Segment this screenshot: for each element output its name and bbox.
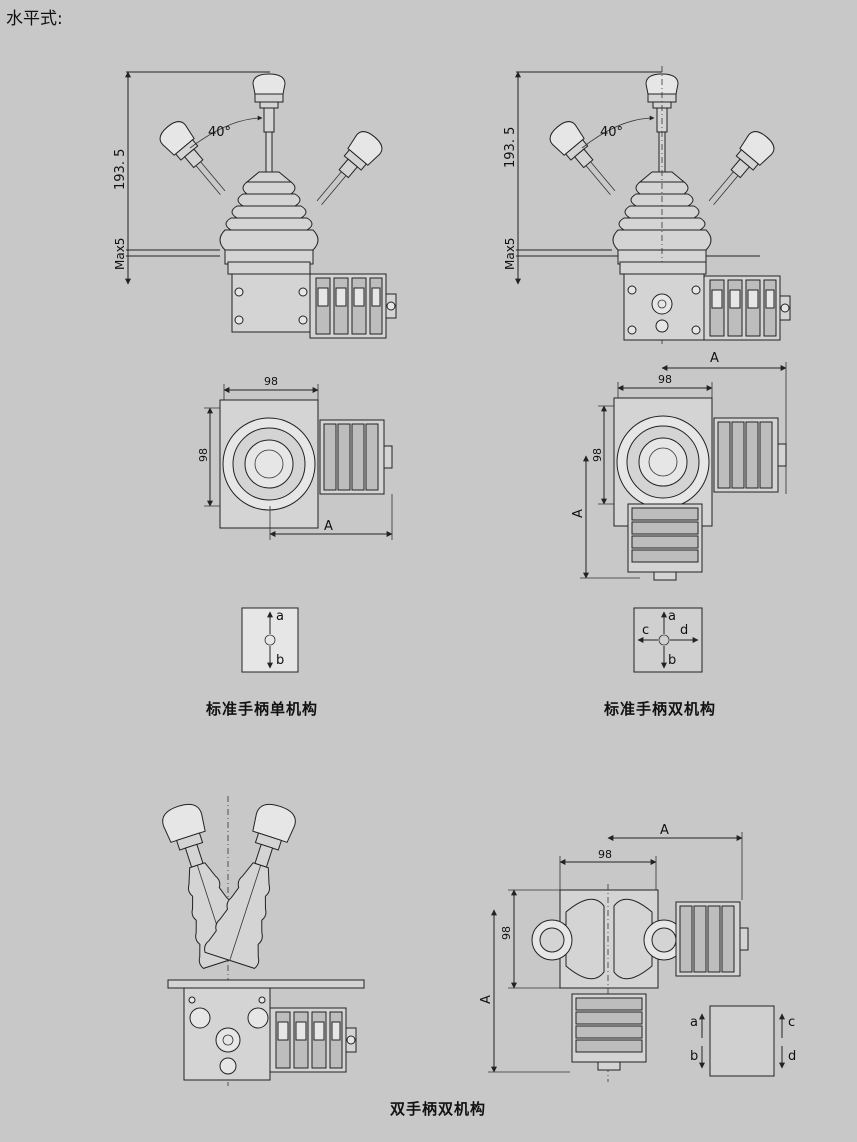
depth-dim-2: 98 xyxy=(591,448,604,462)
width-dim-1: 98 xyxy=(264,375,278,388)
caption-double: 标准手柄双机构 xyxy=(604,700,717,718)
caption-single: 标准手柄单机构 xyxy=(206,700,319,718)
double-side-view xyxy=(515,66,791,344)
dir-d-2: d xyxy=(680,623,688,638)
dir-d-3: d xyxy=(788,1049,796,1064)
depth-dim-1: 98 xyxy=(197,448,210,462)
dir-c-2: c xyxy=(642,623,649,638)
max-dim-2: Max5 xyxy=(503,238,517,270)
a-dim-4: A xyxy=(660,823,669,838)
double-top-view xyxy=(580,362,787,581)
double-direction-box xyxy=(633,607,703,673)
dir-a-1: a xyxy=(276,609,284,624)
dir-b-2: b xyxy=(668,653,676,668)
a-dim-1: A xyxy=(324,519,333,534)
dir-b-1: b xyxy=(276,653,284,668)
a-dim-3: A xyxy=(571,509,586,518)
twin-direction-box xyxy=(699,1005,785,1077)
dir-c-3: c xyxy=(788,1015,795,1030)
dir-b-3: b xyxy=(690,1049,698,1064)
page-title: 水平式: xyxy=(6,9,63,29)
angle-label-2: 40° xyxy=(600,125,623,140)
depth-dim-3: 98 xyxy=(500,926,513,940)
angle-label-1: 40° xyxy=(208,125,231,140)
height-dim-1: 193. 5 xyxy=(113,149,128,190)
a-dim-5: A xyxy=(479,995,494,1004)
height-dim-2: 193. 5 xyxy=(503,127,518,168)
width-dim-2: 98 xyxy=(658,373,672,386)
single-side-view xyxy=(125,71,397,339)
single-direction-box xyxy=(241,607,299,673)
max-dim-1: Max5 xyxy=(113,238,127,270)
twin-side-view xyxy=(162,796,365,1086)
dir-a-3: a xyxy=(690,1015,698,1030)
caption-twin: 双手柄双机构 xyxy=(390,1100,487,1118)
a-dim-2: A xyxy=(710,351,719,366)
single-top-view xyxy=(204,384,393,540)
dir-a-2: a xyxy=(668,609,676,624)
twin-top-view xyxy=(488,832,749,1082)
width-dim-3: 98 xyxy=(598,848,612,861)
